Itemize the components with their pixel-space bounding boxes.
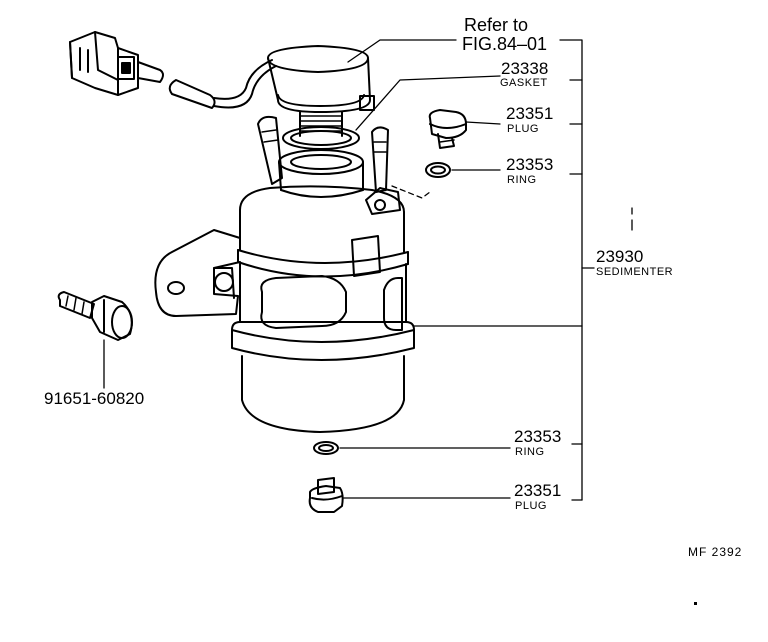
- refer-label-line2: FIG.84–01: [462, 34, 548, 54]
- part-number-plug-upper: 23351: [506, 104, 554, 123]
- figure-code: MF 2392: [688, 545, 743, 559]
- part-number-gasket: 23338: [501, 59, 549, 78]
- sedimenter-body: [231, 185, 415, 433]
- leader-lines: [103, 39, 633, 501]
- part-name-ring-upper: RING: [507, 174, 537, 186]
- bolt-part-number: 91651-60820: [44, 389, 145, 408]
- threaded-neck: [299, 111, 343, 137]
- ring-lower: [313, 441, 339, 455]
- mounting-bracket: [154, 229, 241, 317]
- part-name-sedimenter: SEDIMENTER: [596, 266, 674, 278]
- bolt-91651: [57, 291, 133, 341]
- ring-upper: [425, 162, 451, 178]
- wire-connector: [69, 31, 164, 96]
- wire-leads: [213, 59, 277, 109]
- sensor-cap: [267, 45, 375, 113]
- wire-segment: [168, 79, 216, 109]
- part-name-plug-upper: PLUG: [507, 123, 539, 135]
- part-number-sedimenter: 23930: [596, 247, 644, 266]
- refer-label-line1: Refer to: [464, 15, 529, 35]
- mounting-studs: [257, 115, 401, 215]
- part-name-plug-lower: PLUG: [515, 500, 547, 512]
- part-number-ring-upper: 23353: [506, 155, 554, 174]
- top-collar: [278, 149, 364, 198]
- part-number-ring-lower: 23353: [514, 427, 562, 446]
- plug-lower: [308, 477, 344, 513]
- scan-speck: [694, 602, 697, 605]
- part-name-ring-lower: RING: [515, 446, 545, 458]
- part-name-gasket: GASKET: [500, 77, 548, 89]
- plug-upper: [428, 109, 467, 149]
- part-number-plug-lower: 23351: [514, 481, 562, 500]
